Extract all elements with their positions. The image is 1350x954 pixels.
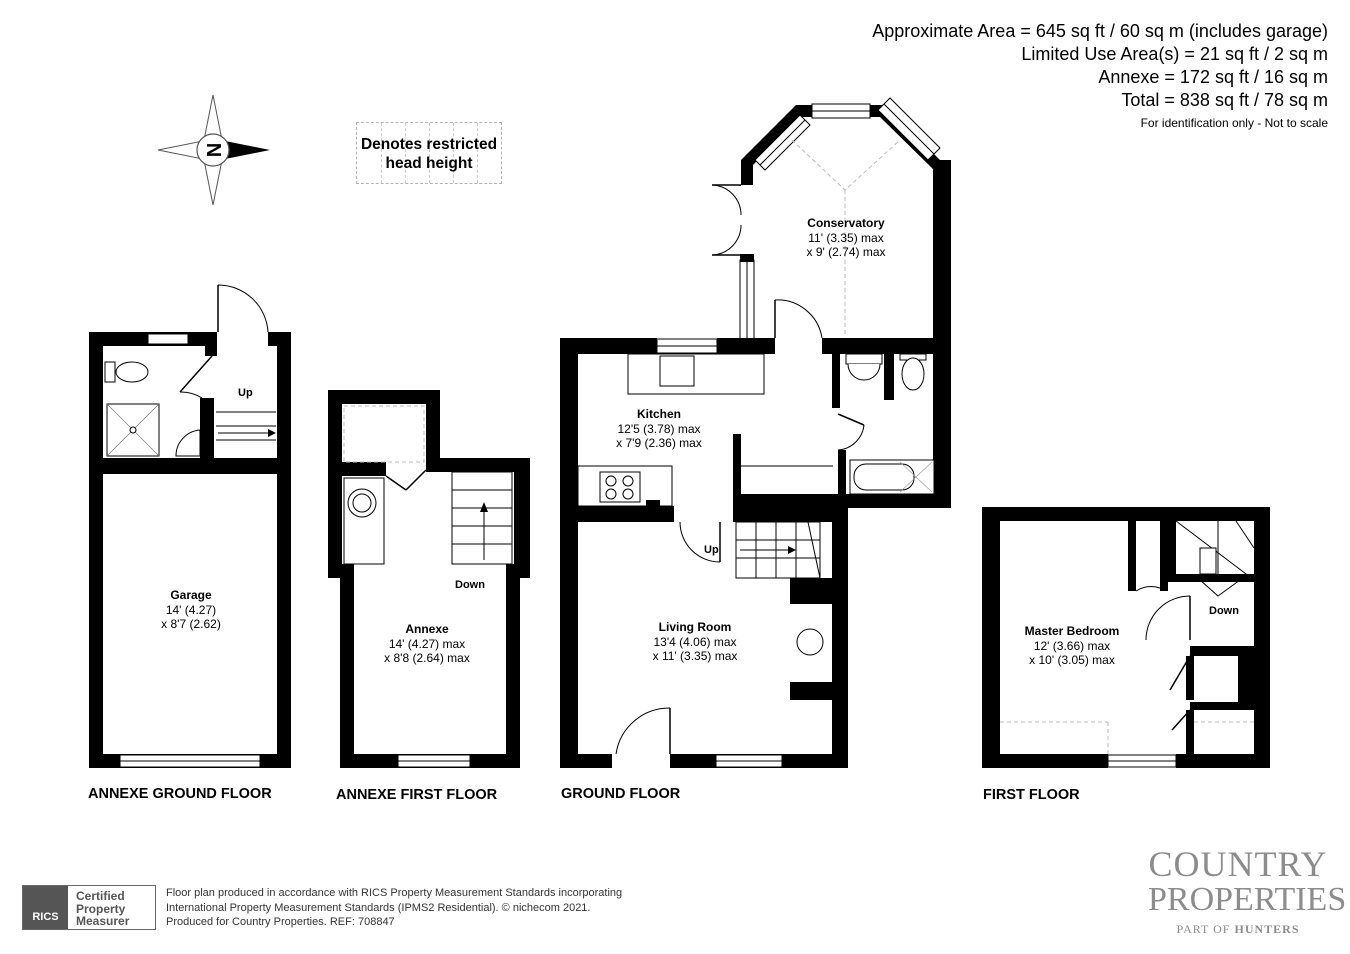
identification-note: For identification only - Not to scale xyxy=(1140,116,1328,130)
stair-tag-down: Down xyxy=(1209,605,1239,617)
rics-badge: RICS Certified Property Measurer xyxy=(22,885,156,930)
room-name: Conservatory xyxy=(807,216,885,230)
brand-hunters: HUNTERS xyxy=(1234,922,1300,936)
brand-logo: COUNTRY PROPERTIES PART OF HUNTERS xyxy=(1148,844,1347,937)
room-master-bedroom: Master Bedroom 12' (3.66) max x 10' (3.0… xyxy=(1025,624,1120,668)
room-dim: 13'4 (4.06) max xyxy=(653,634,737,649)
footer-line: Produced for Country Properties. REF: 70… xyxy=(166,916,395,928)
room-dim: x 9' (2.74) max xyxy=(806,245,886,259)
room-name: Annexe xyxy=(405,622,449,636)
room-dim: 11' (3.35) max xyxy=(808,230,884,245)
area-approximate: Approximate Area = 645 sq ft / 60 sq m (… xyxy=(872,21,1328,41)
brand-line-1: COUNTRY xyxy=(1148,844,1328,884)
compass-letter: N xyxy=(202,143,224,157)
room-dim: 14' (4.27) max xyxy=(388,636,466,651)
legend-line-1: Denotes restricted xyxy=(360,136,498,153)
room-living: Living Room 13'4 (4.06) max x 11' (3.35)… xyxy=(653,620,738,664)
floor-label-annexe-first: ANNEXE FIRST FLOOR xyxy=(336,787,498,803)
annexe-ground-floor-plan xyxy=(89,284,291,768)
room-dim: x 8'7 (2.62) xyxy=(161,617,221,631)
room-dim: 12' (3.66) max xyxy=(1033,638,1111,653)
footer-notes: Floor plan produced in accordance with R… xyxy=(166,886,622,930)
room-name: Garage xyxy=(170,588,212,602)
rics-line: Property xyxy=(76,901,126,916)
room-dim: x 11' (3.35) max xyxy=(652,649,738,663)
area-limited-use: Limited Use Area(s) = 21 sq ft / 2 sq m xyxy=(1021,44,1328,64)
compass-icon: N xyxy=(157,94,270,206)
room-conservatory: Conservatory 11' (3.35) max x 9' (2.74) … xyxy=(807,216,886,260)
room-name: Kitchen xyxy=(636,407,682,421)
room-dim: x 7'9 (2.36) max xyxy=(616,436,702,450)
area-total: Total = 838 sq ft / 78 sq m xyxy=(1121,90,1328,110)
brand-line-3: PART OF HUNTERS xyxy=(1148,922,1328,937)
annexe-first-floor-plan xyxy=(328,390,530,768)
footer-line: Floor plan produced in accordance with R… xyxy=(166,887,623,899)
room-dim: x 10' (3.05) max xyxy=(1029,653,1115,667)
floor-label-first: FIRST FLOOR xyxy=(983,787,1080,803)
stair-tag-up: Up xyxy=(704,544,719,556)
footer-line: International Property Measurement Stand… xyxy=(166,901,591,914)
legend-line-2: head height xyxy=(385,155,473,172)
stair-tag-down: Down xyxy=(455,579,485,591)
area-summary: Approximate Area = 645 sq ft / 60 sq m (… xyxy=(872,20,1328,132)
rics-line: Measurer xyxy=(76,914,130,928)
rics-line: Certified xyxy=(76,889,125,903)
floor-label-annexe-ground: ANNEXE GROUND FLOOR xyxy=(88,786,272,802)
rics-logo: RICS xyxy=(23,886,68,929)
stair-tag-up: Up xyxy=(238,387,253,399)
room-name: Living Room xyxy=(658,620,732,634)
room-garage: Garage 14' (4.27) x 8'7 (2.62) xyxy=(161,588,221,632)
brand-part-of: PART OF xyxy=(1176,922,1235,936)
room-dim: 12'5 (3.78) max xyxy=(617,421,701,436)
room-dim: 14' (4.27) xyxy=(165,602,217,617)
room-kitchen: Kitchen 12'5 (3.78) max x 7'9 (2.36) max xyxy=(616,407,702,451)
first-floor-plan xyxy=(982,507,1270,768)
area-annexe: Annexe = 172 sq ft / 16 sq m xyxy=(1098,67,1328,87)
room-annexe: Annexe 14' (4.27) max x 8'8 (2.64) max xyxy=(384,622,470,666)
room-name: Master Bedroom xyxy=(1024,624,1120,638)
room-dim: x 8'8 (2.64) max xyxy=(384,651,470,665)
brand-line-2: PROPERTIES xyxy=(1148,881,1347,918)
floor-label-ground: GROUND FLOOR xyxy=(561,786,681,802)
restricted-height-legend: Denotes restricted head height xyxy=(356,122,502,184)
ground-floor-plan xyxy=(560,97,951,768)
